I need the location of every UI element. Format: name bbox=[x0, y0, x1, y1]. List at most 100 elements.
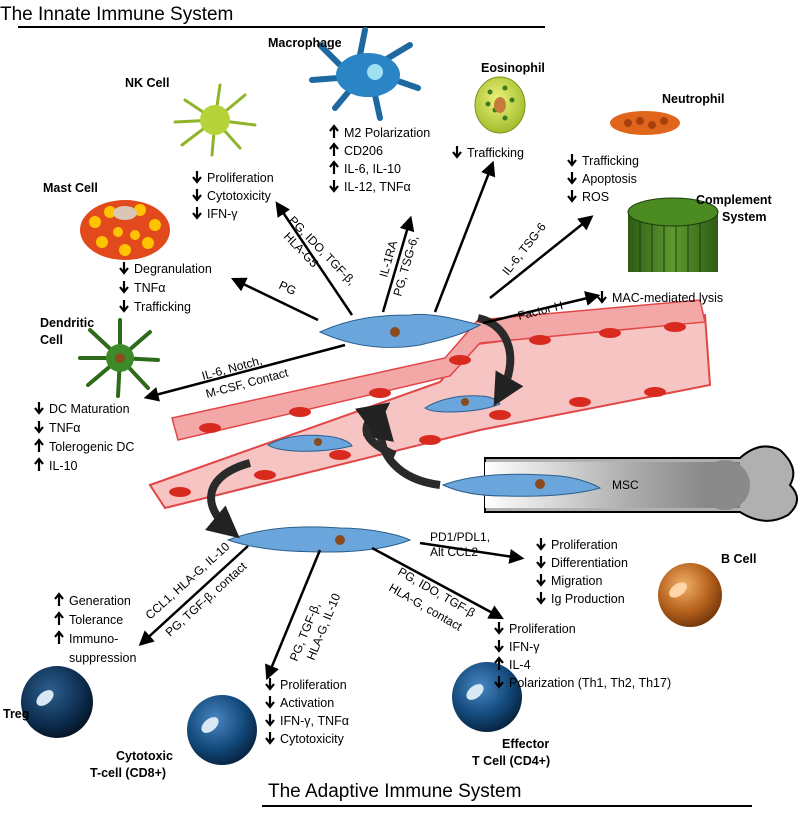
treg-effect-item: Immuno- bbox=[69, 632, 118, 646]
b-cell-icon bbox=[658, 563, 722, 627]
effector-tcell-icon bbox=[452, 662, 522, 732]
arrow-to-treg bbox=[138, 545, 249, 647]
msc-cells bbox=[226, 313, 602, 553]
cytotoxic-label-line2: T-cell (CD8+) bbox=[90, 766, 166, 780]
macrophage-icon bbox=[309, 27, 421, 121]
effector-effect-item: Proliferation bbox=[509, 622, 576, 636]
arrow-down-icon bbox=[192, 207, 202, 220]
migration-arrow-left bbox=[205, 459, 252, 539]
arrow-down-icon bbox=[494, 640, 504, 653]
arrow-down-icon bbox=[536, 592, 546, 605]
neutrophil-effect-item: ROS bbox=[582, 190, 609, 204]
arrow-down-icon bbox=[536, 538, 546, 551]
macrophage-effect-item: IL-6, IL-10 bbox=[344, 162, 401, 176]
msc-cell-bottom bbox=[226, 526, 412, 553]
nk-effect-item: Cytotoxicity bbox=[207, 189, 272, 203]
arrow-up-icon bbox=[54, 611, 64, 625]
arrow-down-icon bbox=[567, 172, 577, 185]
arrow-to-cytotoxic bbox=[265, 549, 322, 681]
cytotoxic-effect-item: Activation bbox=[280, 696, 334, 710]
macrophage-effect-item: IL-12, TNFα bbox=[344, 180, 411, 194]
arrow-to-mast bbox=[230, 277, 319, 322]
arrow-down-icon bbox=[34, 421, 44, 434]
arrow-down-icon bbox=[329, 180, 339, 193]
msc-cell-vessel-left bbox=[267, 434, 353, 452]
macrophage-label: Macrophage bbox=[268, 36, 342, 50]
arrow-down-icon bbox=[34, 402, 44, 415]
cytotoxic-effect-item: Cytotoxicity bbox=[280, 732, 345, 746]
adaptive-section-title: The Adaptive Immune System bbox=[268, 781, 521, 802]
complement-effect-item: MAC-mediated lysis bbox=[612, 291, 723, 305]
dendritic-label-line1: Dendritic bbox=[40, 316, 94, 330]
dendritic-label-line2: Cell bbox=[40, 333, 63, 347]
arrow-down-icon bbox=[265, 714, 275, 727]
treg-effect-item: Tolerance bbox=[69, 613, 123, 627]
mast-effect-item: TNFα bbox=[134, 281, 166, 295]
arrow-down-icon bbox=[265, 678, 275, 691]
arrow-down-icon bbox=[494, 676, 504, 689]
b-cell-label: B Cell bbox=[721, 552, 756, 566]
neutrophil-icon bbox=[610, 111, 680, 135]
arrow-down-icon bbox=[192, 189, 202, 202]
effector-effect-item: IFN-γ bbox=[509, 640, 540, 654]
effector-label-line1: Effector bbox=[502, 737, 549, 751]
blood-vessel bbox=[148, 299, 712, 510]
arrow-down-icon bbox=[536, 556, 546, 569]
arrow-up-icon bbox=[54, 592, 64, 606]
arrow-down-icon bbox=[265, 696, 275, 709]
msc-cell-niche bbox=[441, 473, 602, 497]
complement-icon bbox=[627, 197, 719, 272]
cytotoxic-tcell-icon bbox=[187, 695, 257, 765]
neutrophil-label: Neutrophil bbox=[662, 92, 725, 106]
b_cell-effect-item: Differentiation bbox=[551, 556, 628, 570]
arrow-down-icon bbox=[192, 171, 202, 184]
mast-cell-label: Mast Cell bbox=[43, 181, 98, 195]
dendritic-cell-icon bbox=[78, 318, 160, 398]
arrow-to-neutrophil bbox=[489, 215, 594, 299]
nk-cell-icon bbox=[173, 83, 257, 157]
arrow-to-dendritic bbox=[143, 343, 346, 402]
arrow-down-icon bbox=[494, 622, 504, 635]
arrow-to-macrophage bbox=[381, 215, 415, 313]
effector-effect-item: IL-4 bbox=[509, 658, 531, 672]
mast-cell-icon bbox=[80, 200, 170, 260]
arrow-down-icon bbox=[119, 262, 129, 275]
b_cell-effect-item: Proliferation bbox=[551, 538, 618, 552]
nk-effect-item: Proliferation bbox=[207, 171, 274, 185]
effector-effect-item: Polarization (Th1, Th2, Th17) bbox=[509, 676, 671, 690]
nk-effect-item: IFN-γ bbox=[207, 207, 238, 221]
arrow-down-icon bbox=[536, 574, 546, 587]
eosinophil-icon bbox=[474, 76, 526, 134]
arrow-up-icon bbox=[329, 142, 339, 156]
mast-effect-item: Trafficking bbox=[134, 300, 191, 314]
macrophage-effect-item: M2 Polarization bbox=[344, 126, 430, 140]
mediator-b-cell-b: Alt CCL2 bbox=[430, 545, 478, 559]
effector-label-line2: T Cell (CD4+) bbox=[472, 754, 550, 768]
arrow-down-icon bbox=[452, 146, 462, 159]
innate-section-title: The Innate Immune System bbox=[0, 4, 233, 25]
macrophage-effect-item: CD206 bbox=[344, 144, 383, 158]
arrow-down-icon bbox=[265, 732, 275, 745]
treg-icon bbox=[21, 666, 93, 738]
migration-arrow-mid bbox=[355, 402, 397, 459]
treg-effect-item: Generation bbox=[69, 594, 131, 608]
arrow-up-icon bbox=[54, 630, 64, 644]
arrow-down-icon bbox=[597, 291, 607, 304]
arrow-to-b-cell bbox=[419, 541, 525, 564]
arrow-to-eosinophil bbox=[433, 160, 496, 313]
complement-label-line2: System bbox=[722, 210, 766, 224]
b_cell-effect-item: Ig Production bbox=[551, 592, 625, 606]
mediator-b-cell-a: PD1/PDL1, bbox=[430, 530, 490, 544]
b_cell-effect-item: Migration bbox=[551, 574, 602, 588]
arrow-up-icon bbox=[494, 656, 504, 670]
arrow-to-nk bbox=[275, 201, 354, 316]
msc-label: MSC bbox=[612, 478, 639, 492]
arrow-up-icon bbox=[329, 160, 339, 174]
dendritic-effect-item: TNFα bbox=[49, 421, 81, 435]
arrow-down-icon bbox=[119, 300, 129, 313]
arrow-to-complement bbox=[482, 291, 601, 325]
dendritic-effect-item: IL-10 bbox=[49, 459, 78, 473]
treg-effect-item: suppression bbox=[69, 651, 136, 665]
